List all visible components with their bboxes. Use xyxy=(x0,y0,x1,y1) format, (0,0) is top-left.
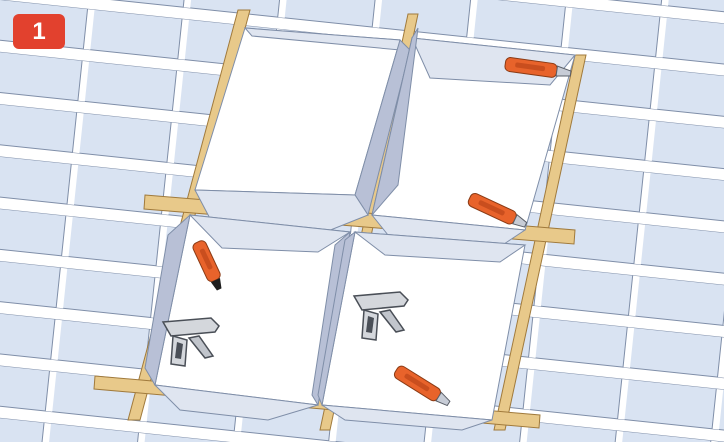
membrane-panel-bottom-right xyxy=(318,232,525,430)
step-number-badge: 1 xyxy=(13,14,65,49)
step-number: 1 xyxy=(32,18,45,46)
